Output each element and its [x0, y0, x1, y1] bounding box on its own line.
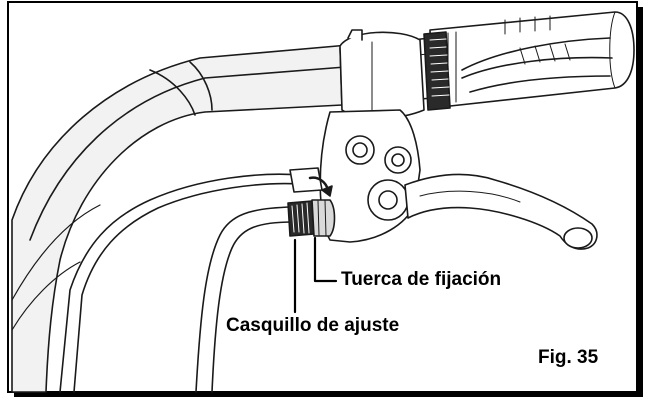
rotation-arrow: [308, 176, 333, 197]
brake-lever: [404, 173, 598, 250]
handlebar-grip: [429, 11, 635, 109]
frame-tube: [11, 43, 363, 393]
locking-nut: [311, 199, 336, 237]
adjusting-sleeve: [287, 200, 315, 237]
label-locking-nut: Tuerca de fijación: [341, 269, 502, 290]
lower-cable: [195, 206, 293, 393]
figure-number: Fig. 35: [538, 347, 599, 368]
leader-lines: [293, 236, 338, 314]
throttle-ring: [423, 31, 451, 111]
label-adjusting-sleeve: Casquillo de ajuste: [226, 315, 400, 336]
lever-housing: [319, 109, 421, 243]
lever-clamp: [339, 29, 425, 120]
